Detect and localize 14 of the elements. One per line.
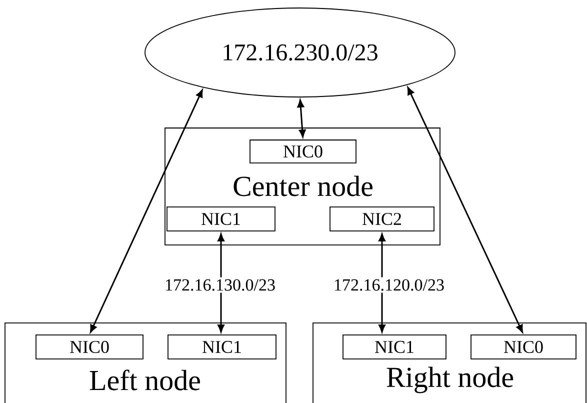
edge-label: 172.16.130.0/23 xyxy=(162,277,278,293)
arrow xyxy=(90,90,203,333)
arrow xyxy=(218,234,224,332)
nic-box: NIC0 xyxy=(470,334,576,360)
nic-box: NIC0 xyxy=(36,334,144,360)
arrow xyxy=(407,87,524,333)
nic-box: NIC2 xyxy=(330,206,434,232)
nic-box: NIC1 xyxy=(166,206,276,232)
arrow xyxy=(378,234,386,332)
arrow xyxy=(297,100,306,138)
nic-box: NIC1 xyxy=(342,334,446,360)
edge-label: 172.16.120.0/23 xyxy=(332,277,446,293)
nic-box: NIC0 xyxy=(250,140,356,164)
nic-box: NIC1 xyxy=(168,334,276,360)
